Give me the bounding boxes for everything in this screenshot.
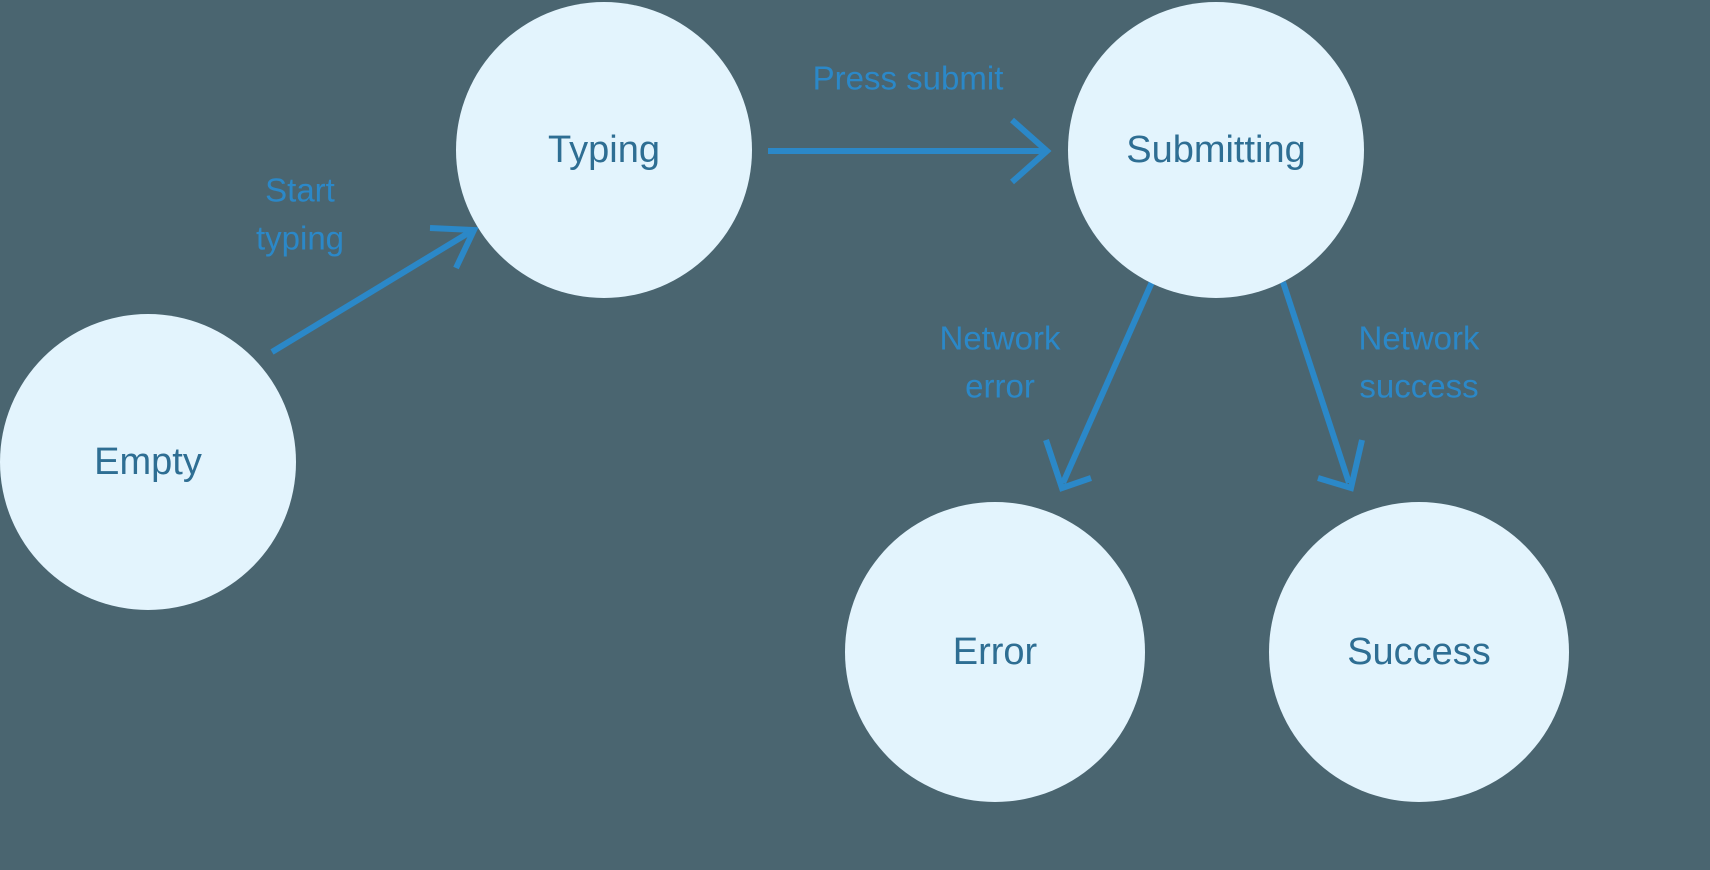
edge-typing-to-submitting-arrowhead [1010, 117, 1052, 185]
edge-submitting-to-success-line [1280, 281, 1352, 484]
edge-empty-to-typing [270, 225, 479, 355]
edge-label-network-error: Network error [939, 320, 1061, 405]
edge-submitting-to-success-arrowhead [1317, 439, 1365, 492]
edge-label-network-error-line1: Network [939, 320, 1061, 357]
edge-label-press-submit-line1: Press submit [813, 60, 1004, 97]
edge-label-start-typing-line2: typing [256, 220, 344, 257]
node-success-label: Success [1347, 631, 1491, 673]
edge-label-press-submit: Press submit [813, 60, 1004, 97]
edge-label-start-typing-line1: Start [265, 172, 335, 209]
node-empty-label: Empty [94, 441, 202, 483]
edge-empty-to-typing-line [270, 229, 472, 355]
node-typing[interactable]: Typing [456, 2, 752, 298]
node-error-circle[interactable] [845, 502, 1145, 802]
edge-submitting-to-error-arrowhead [1043, 439, 1092, 492]
edge-label-network-success: Network success [1358, 320, 1480, 405]
node-submitting-label: Submitting [1126, 129, 1306, 171]
edge-typing-to-submitting [768, 117, 1052, 185]
edge-label-network-error-line2: error [965, 368, 1035, 405]
edge-empty-to-typing-arrowhead [429, 225, 479, 270]
node-error-label: Error [953, 631, 1038, 673]
edge-label-start-typing: Start typing [256, 172, 344, 257]
edge-label-network-success-line1: Network [1358, 320, 1480, 357]
node-submitting[interactable]: Submitting [1068, 2, 1364, 298]
node-error[interactable]: Error [845, 502, 1145, 802]
edge-submitting-to-error [1043, 280, 1155, 492]
node-typing-circle[interactable] [456, 2, 752, 298]
node-empty[interactable]: Empty [0, 314, 296, 610]
node-success[interactable]: Success [1269, 502, 1569, 802]
node-typing-label: Typing [548, 129, 660, 171]
node-submitting-circle[interactable] [1068, 2, 1364, 298]
node-success-circle[interactable] [1269, 502, 1569, 802]
node-empty-circle[interactable] [0, 314, 296, 610]
edge-label-network-success-line2: success [1359, 368, 1478, 405]
edge-submitting-to-error-line [1060, 280, 1155, 485]
edge-submitting-to-success [1280, 281, 1365, 492]
